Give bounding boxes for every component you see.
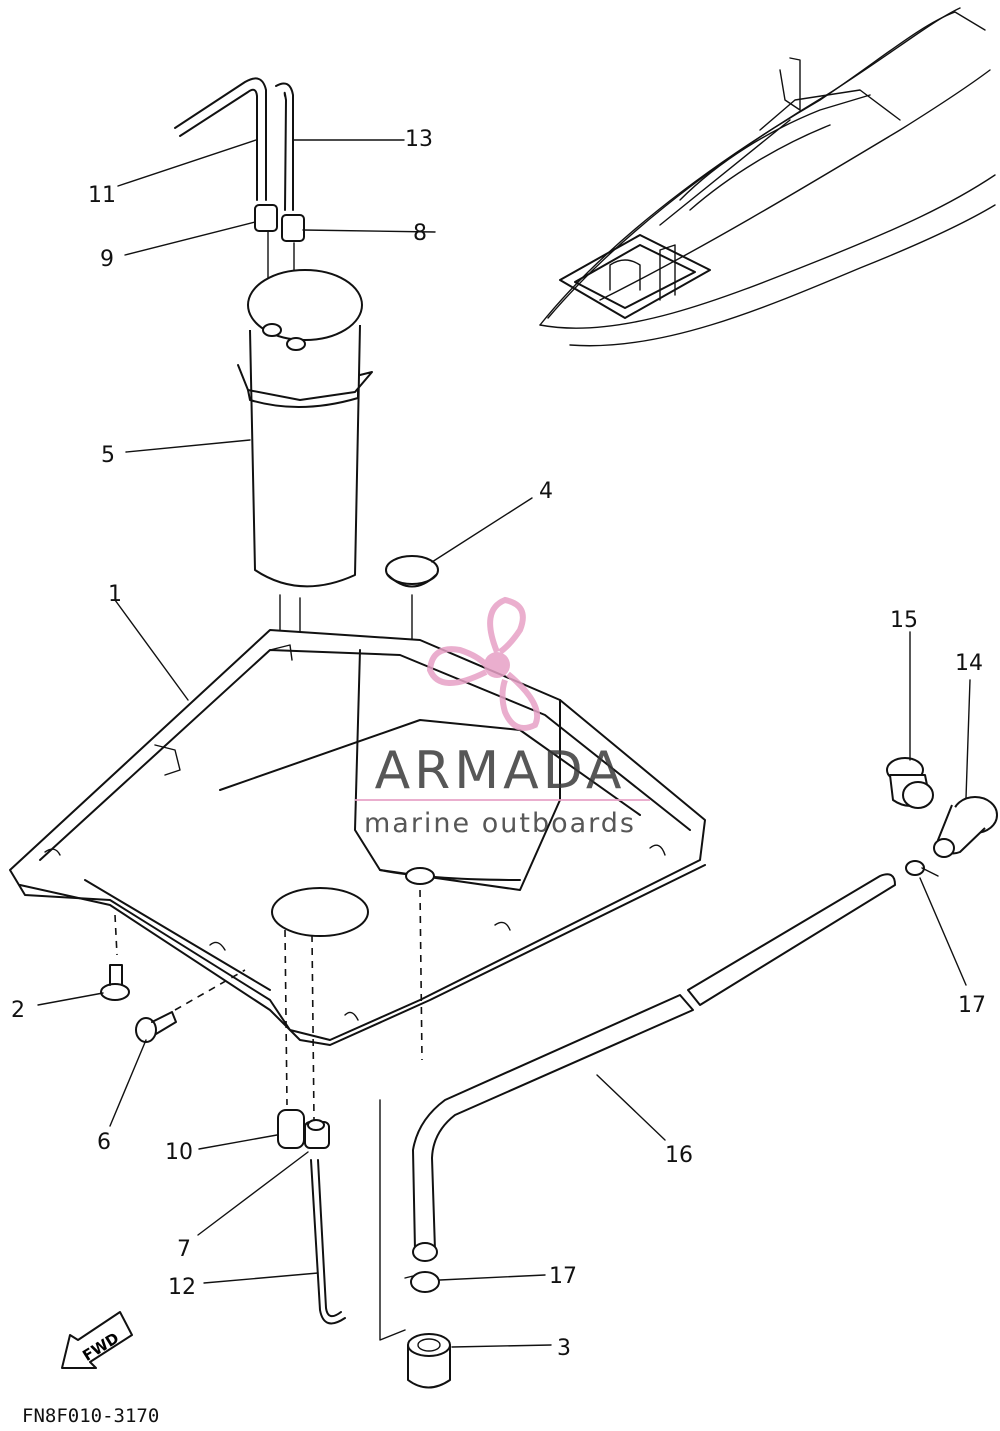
callout-12: 12 bbox=[168, 1275, 196, 1300]
callout-7: 7 bbox=[177, 1237, 191, 1262]
propeller-icon bbox=[426, 596, 541, 731]
fitting-14 bbox=[933, 796, 998, 858]
separator-tank bbox=[237, 269, 373, 901]
callout-3: 3 bbox=[557, 1336, 571, 1361]
callout-2: 2 bbox=[11, 998, 25, 1023]
armada-watermark: ARMADA marine outboards bbox=[355, 596, 650, 839]
callout-9: 9 bbox=[100, 247, 114, 272]
hull-inset-illustration bbox=[539, 7, 996, 347]
callout-labels: 1 2 3 4 5 6 7 8 9 10 11 12 13 14 15 16 1… bbox=[11, 127, 986, 1361]
callout-10: 10 bbox=[165, 1140, 193, 1165]
callout-11: 11 bbox=[88, 183, 116, 208]
bracket-frame bbox=[9, 629, 706, 1046]
callout-4: 4 bbox=[539, 479, 553, 504]
assembly-centerlines bbox=[114, 889, 423, 1121]
drain-hose bbox=[379, 873, 896, 1341]
fwd-arrow: FWD bbox=[61, 1311, 133, 1369]
callout-15: 15 bbox=[890, 608, 918, 633]
clamp-17-upper bbox=[905, 860, 939, 877]
screw-2 bbox=[100, 964, 130, 1001]
lower-fittings bbox=[277, 1109, 346, 1325]
figure-code: FN8F010-3170 bbox=[22, 1405, 159, 1427]
callout-14: 14 bbox=[955, 651, 983, 676]
leader-lines bbox=[37, 139, 971, 1348]
watermark-tagline: marine outboards bbox=[364, 808, 636, 839]
callout-13: 13 bbox=[405, 127, 433, 152]
callout-1: 1 bbox=[108, 582, 122, 607]
plug-3 bbox=[407, 1333, 451, 1389]
callout-17-lower: 17 bbox=[549, 1264, 577, 1289]
callout-6: 6 bbox=[97, 1130, 111, 1155]
callout-17-upper: 17 bbox=[958, 993, 986, 1018]
callout-16: 16 bbox=[665, 1143, 693, 1168]
callout-8: 8 bbox=[413, 221, 427, 246]
clamp-17-lower bbox=[404, 1271, 440, 1293]
watermark-brand: ARMADA bbox=[375, 741, 626, 801]
callout-5: 5 bbox=[101, 443, 115, 468]
cap-15 bbox=[886, 757, 934, 809]
vent-hoses bbox=[174, 77, 305, 331]
screw-6 bbox=[135, 1011, 177, 1043]
